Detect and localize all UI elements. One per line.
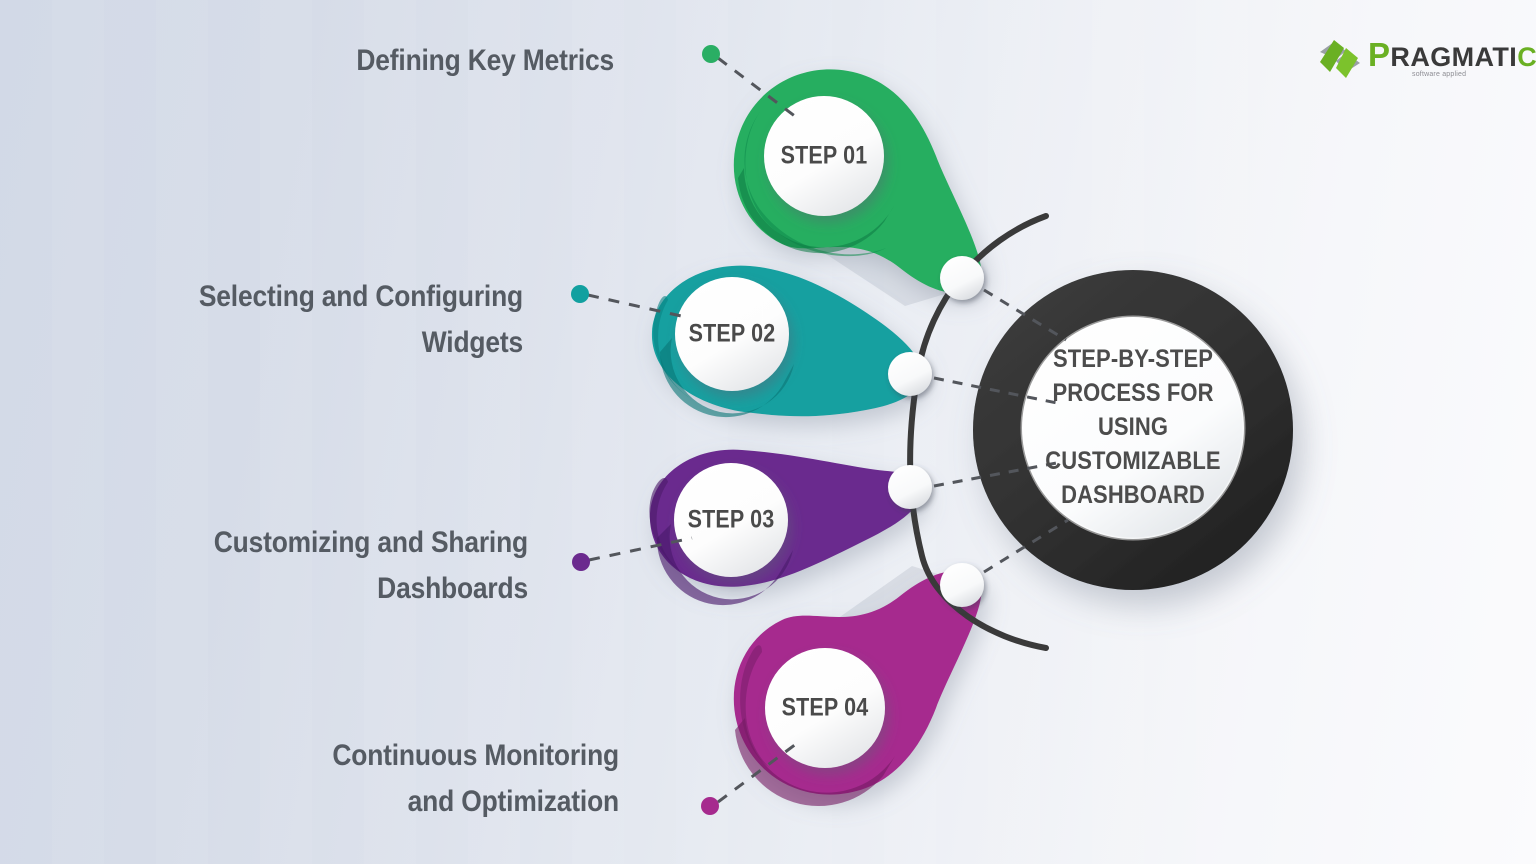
hub-inner-highlight [1020,315,1246,541]
node-step-01[interactable] [940,256,984,300]
step-03-chip [674,463,788,577]
logo-mark-icon [1320,40,1360,78]
leader-line-04 [717,742,797,804]
leader-dot-01 [702,45,720,63]
leader-line-02 [587,293,691,320]
leader-dot-02 [571,285,589,303]
step-04-description: Continuous Monitoring and Optimization [332,739,619,818]
step-01-chip [764,96,884,216]
step-04-chip [765,648,885,768]
step-03-chip-label: STEP 03 [687,505,775,534]
node-step-03[interactable] [888,465,932,509]
logo-word-body: RAGMATI [1390,42,1518,72]
leader-dot-03 [572,553,590,571]
step-04-chip-underglow [735,718,895,807]
step-02-chip [675,277,789,391]
step-01-description: Defining Key Metrics [356,44,614,77]
node-step-04[interactable] [940,563,984,607]
arc-nodes [888,256,984,607]
step-02-pin[interactable] [651,265,923,418]
step-02-chip-label: STEP 02 [688,319,776,348]
node-step-02[interactable] [888,352,932,396]
step-01-circle-guide [728,0,920,62]
leader-line-03 [588,536,693,562]
hub-dashed-links [933,288,1069,574]
logo-word-initial: P [1368,36,1391,73]
center-hub[interactable] [973,270,1293,590]
logo-word-final: C [1517,42,1536,72]
label-leaders [571,45,801,815]
hub-title-line-3: CUSTOMIZABLE [1045,447,1221,475]
leader-dot-04 [701,797,719,815]
hub-inner-disc [1022,317,1244,539]
leader-line-01 [717,56,801,122]
hub-link-01 [983,288,1067,342]
step-04-chip-label: STEP 04 [781,693,869,722]
hub-title: STEP-BY-STEP PROCESS FOR USING CUSTOMIZA… [1017,342,1249,512]
step-03-description: Customizing and Sharing Dashboards [213,526,528,605]
step-04-pin[interactable] [733,566,982,807]
step-03-pin[interactable] [649,449,922,606]
hub-title-line-4: DASHBOARD [1061,481,1205,509]
step-03-chip-underglow [656,524,793,606]
company-logo[interactable]: PRAGMATIC software applied [1316,34,1536,92]
step-01-pin[interactable] [728,0,985,306]
hub-link-03 [933,460,1063,488]
hub-title-line-2: PROCESS FOR USING [1052,379,1214,441]
hub-title-line-1: STEP-BY-STEP [1053,345,1213,373]
hub-link-04 [983,518,1069,574]
logo-wordmark: PRAGMATIC [1368,36,1536,74]
hub-link-02 [933,376,1063,406]
logo-tagline: software applied [1412,71,1467,78]
step-02-description: Selecting and Configuring Widgets [198,280,523,359]
step-01-chip-label: STEP 01 [780,141,868,170]
